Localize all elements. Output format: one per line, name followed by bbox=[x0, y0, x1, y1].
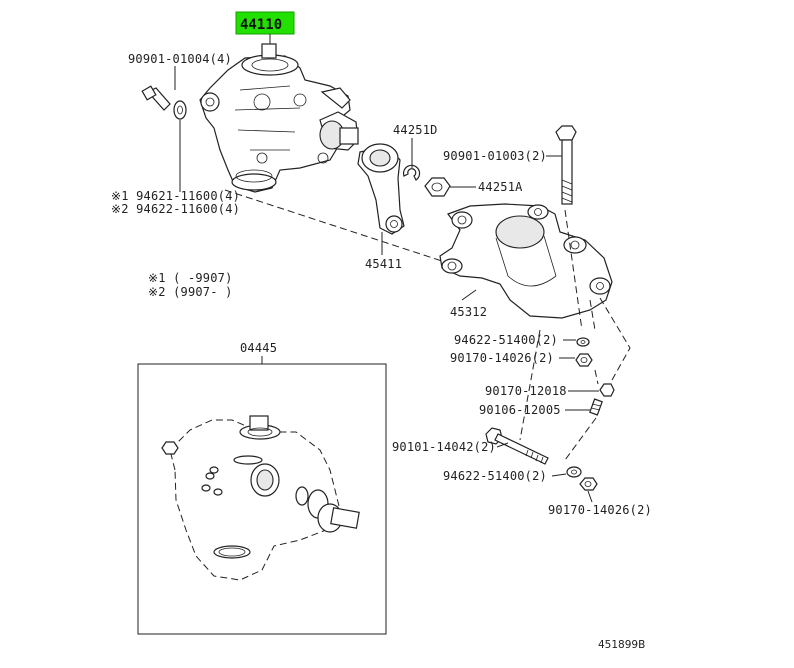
nut-90170-12018 bbox=[599, 383, 615, 397]
label-94621-11600[interactable]: ※1 94621-11600(4) bbox=[111, 189, 240, 203]
label-90106-12005[interactable]: 90106-12005 bbox=[479, 403, 561, 417]
washer-94622-51400-a bbox=[576, 337, 590, 347]
note-1: ※1 ( -9907) bbox=[148, 271, 233, 285]
label-45312[interactable]: 45312 bbox=[450, 305, 487, 319]
bolt-90901-01004 bbox=[141, 85, 187, 120]
kit-04445-parts bbox=[161, 415, 360, 581]
pitman-arm-45411 bbox=[357, 143, 405, 235]
label-90901-01003[interactable]: 90901-01003(2) bbox=[443, 149, 547, 163]
bracket-45312 bbox=[439, 203, 613, 319]
nut-90170-14026-b bbox=[579, 477, 598, 491]
bolt-90101-14042 bbox=[485, 427, 549, 465]
washer-94622-51400-b bbox=[566, 466, 582, 478]
figure-reference: 451899B bbox=[598, 639, 645, 651]
bolt-90901-01003 bbox=[555, 125, 577, 205]
highlight-44110[interactable]: 44110 bbox=[235, 11, 295, 35]
steering-gear-box bbox=[199, 43, 359, 193]
nut-90170-14026-a bbox=[575, 353, 593, 367]
label-94622-11600[interactable]: ※2 94622-11600(4) bbox=[111, 202, 240, 216]
label-90170-14026-b[interactable]: 90170-14026(2) bbox=[548, 503, 652, 517]
label-04445[interactable]: 04445 bbox=[240, 341, 277, 355]
lock-washer-44251d bbox=[402, 164, 421, 181]
label-94622-51400-a[interactable]: 94622-51400(2) bbox=[454, 333, 558, 347]
kit-box-04445 bbox=[137, 363, 387, 635]
note-2: ※2 (9907- ) bbox=[148, 285, 233, 299]
nut-44251a bbox=[424, 177, 451, 197]
label-90170-12018[interactable]: 90170-12018 bbox=[485, 384, 567, 398]
label-44251a[interactable]: 44251A bbox=[478, 180, 523, 194]
label-44251d[interactable]: 44251D bbox=[393, 123, 438, 137]
label-94622-51400-b[interactable]: 94622-51400(2) bbox=[443, 469, 547, 483]
part-number-44110: 44110 bbox=[240, 17, 282, 33]
label-45411[interactable]: 45411 bbox=[365, 257, 402, 271]
label-90170-14026-a[interactable]: 90170-14026(2) bbox=[450, 351, 554, 365]
stud-90106-12005 bbox=[589, 398, 603, 416]
label-90901-01004[interactable]: 90901-01004(4) bbox=[128, 52, 232, 66]
label-90101-14042[interactable]: 90101-14042(2) bbox=[392, 440, 496, 454]
